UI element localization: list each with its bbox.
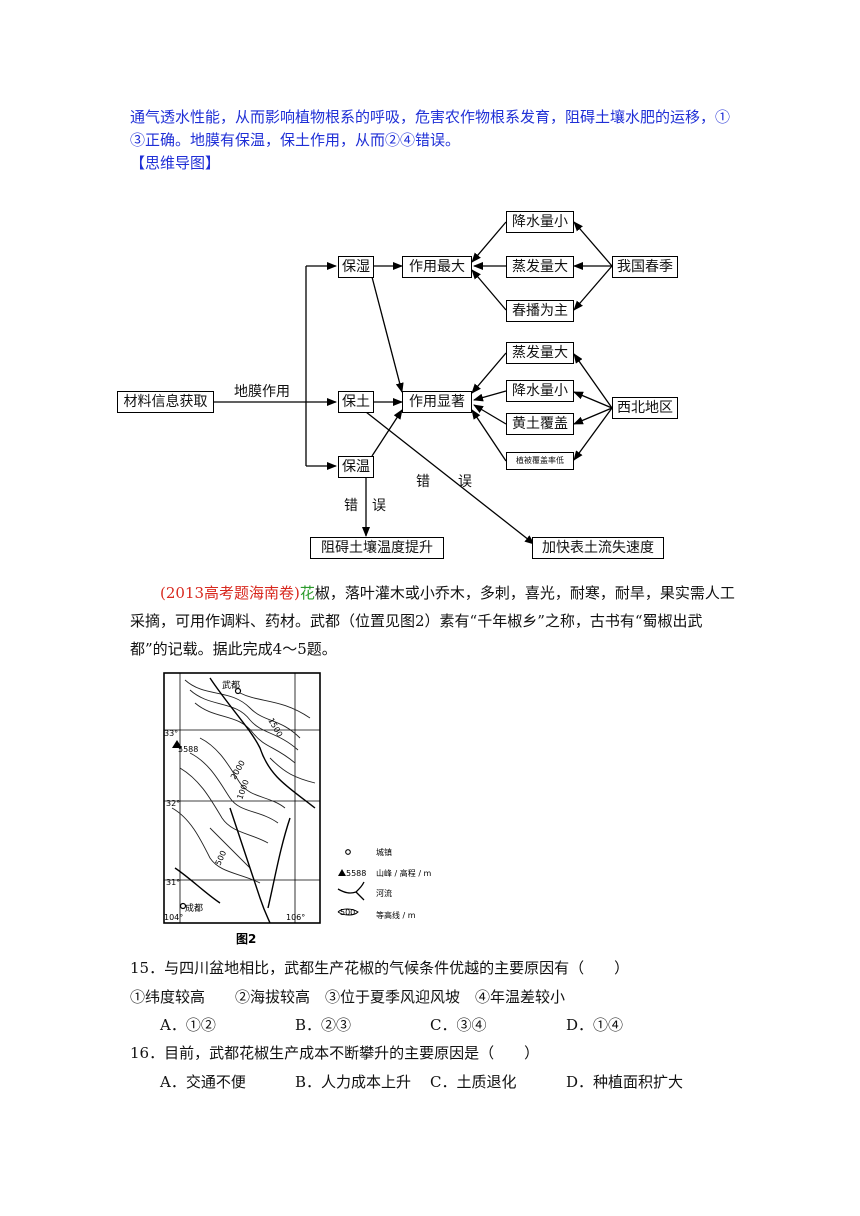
- result-box-significant: 作用显著: [402, 391, 472, 413]
- source-box: 材料信息获取: [117, 391, 214, 413]
- spring-factor-box: 蒸发量大: [506, 256, 574, 278]
- spring-factor-box: 降水量小: [506, 211, 574, 233]
- nw-factor-box: 蒸发量大: [506, 342, 574, 364]
- passage-line-3: 都”的记载。据此完成4～5题。: [130, 640, 337, 658]
- mind-map-connectors: [214, 221, 613, 545]
- spring-region-box: 我国春季: [612, 256, 678, 278]
- q15-option-c: C．③④: [430, 1016, 487, 1034]
- nw-region-box: 西北地区: [612, 397, 678, 419]
- map-svg: 武都 成都 5588 1500 2000 1000 500 33° 32° 31…: [163, 672, 432, 946]
- nw-factor-box: 植被覆盖率低: [506, 452, 574, 470]
- lat-label: 32°: [166, 799, 180, 808]
- q16-option-d: D．种植面积扩大: [566, 1073, 684, 1091]
- effect-box-soil: 保土: [338, 391, 374, 413]
- contour-icon: [337, 908, 359, 916]
- q15-stem: 15．与四川盆地相比，武都生产花椒的气候条件优越的主要原因有（ ）: [130, 959, 630, 977]
- wrong-box-temperature: 阻碍土壤温度提升: [310, 537, 444, 559]
- wrong-label-left: 错 误: [344, 498, 386, 514]
- legend-label: 山峰 / 高程 / m: [376, 868, 432, 878]
- passage-first-char: 花: [299, 584, 315, 602]
- edge-label: 地膜作用: [234, 384, 290, 400]
- effect-box-warmth: 保温: [338, 456, 374, 478]
- wrong-label-right: 错 误: [416, 474, 472, 490]
- passage-line-1-rest: 椒，落叶灌木或小乔木，多刺，喜光，耐寒，耐旱，果实需人工: [314, 584, 735, 602]
- passage-line-1: (2013高考题海南卷)花椒，落叶灌木或小乔木，多刺，喜光，耐寒，耐旱，果实需人…: [160, 582, 735, 604]
- q15-option-a: A．①②: [160, 1016, 216, 1034]
- legend-value: 500: [340, 908, 355, 917]
- map-label-peak: 5588: [178, 745, 198, 754]
- q15-option-b: B．②③: [295, 1016, 352, 1034]
- q16-option-b: B．人力成本上升: [295, 1073, 412, 1091]
- q15-option-d: D．①④: [566, 1016, 624, 1034]
- legend-label: 城镇: [376, 847, 392, 857]
- contour-lines: [171, 679, 316, 884]
- nw-factor-box: 降水量小: [506, 380, 574, 402]
- legend-label: 河流: [376, 888, 392, 898]
- map-figure: 武都 成都 5588 1500 2000 1000 500 33° 32° 31…: [150, 668, 460, 950]
- effect-box-moisture: 保湿: [338, 256, 374, 278]
- river-lines: [174, 677, 316, 924]
- explanation-line-2: ③正确。地膜有保温，保土作用，从而②④错误。: [130, 131, 461, 149]
- lon-label: 104°: [164, 913, 183, 922]
- map-label-wudu: 武都: [222, 679, 240, 691]
- explanation-line-1: 通气透水性能，从而影响植物根系的呼吸，危害农作物根系发育，阻碍土壤水肥的运移，①: [130, 108, 731, 126]
- legend-label: 等高线 / m: [376, 910, 416, 920]
- peak-icon: [338, 869, 346, 876]
- map-label-chengdu: 成都: [185, 902, 203, 914]
- q16-option-a: A．交通不便: [160, 1073, 246, 1091]
- result-box-greatest: 作用最大: [402, 256, 472, 278]
- river-icon: [337, 881, 365, 901]
- map-caption: 图2: [236, 932, 256, 946]
- passage-line-2: 采摘，可用作调料、药材。武都（位置见图2）素有“千年椒乡”之称，古书有“蜀椒出武: [130, 612, 703, 630]
- nw-factor-box: 黄土覆盖: [506, 413, 574, 435]
- lon-label: 106°: [286, 913, 305, 922]
- q15-statements: ①纬度较高 ②海拔较高 ③位于夏季风迎风坡 ④年温差较小: [130, 988, 566, 1006]
- q16-stem: 16．目前，武都花椒生产成本不断攀升的主要原因是（ ）: [130, 1044, 540, 1062]
- legend-value: 5588: [346, 869, 366, 878]
- lat-label: 33°: [164, 729, 178, 738]
- lat-label: 31°: [166, 878, 180, 887]
- mind-map: 材料信息获取 地膜作用 保湿 保土 保温 作用最大 作用显著 降水量小 蒸发量大…: [0, 0, 860, 600]
- q16-option-c: C．土质退化: [430, 1073, 517, 1091]
- town-icon: [234, 687, 242, 695]
- spring-factor-box: 春播为主: [506, 300, 574, 322]
- town-icon: [179, 902, 187, 910]
- town-icon: [345, 849, 351, 855]
- peak-icon: [172, 740, 182, 748]
- passage-source: (2013高考题海南卷): [160, 584, 300, 602]
- wrong-box-erosion: 加快表土流失速度: [532, 537, 664, 559]
- mindmap-heading: 【思维导图】: [130, 154, 221, 172]
